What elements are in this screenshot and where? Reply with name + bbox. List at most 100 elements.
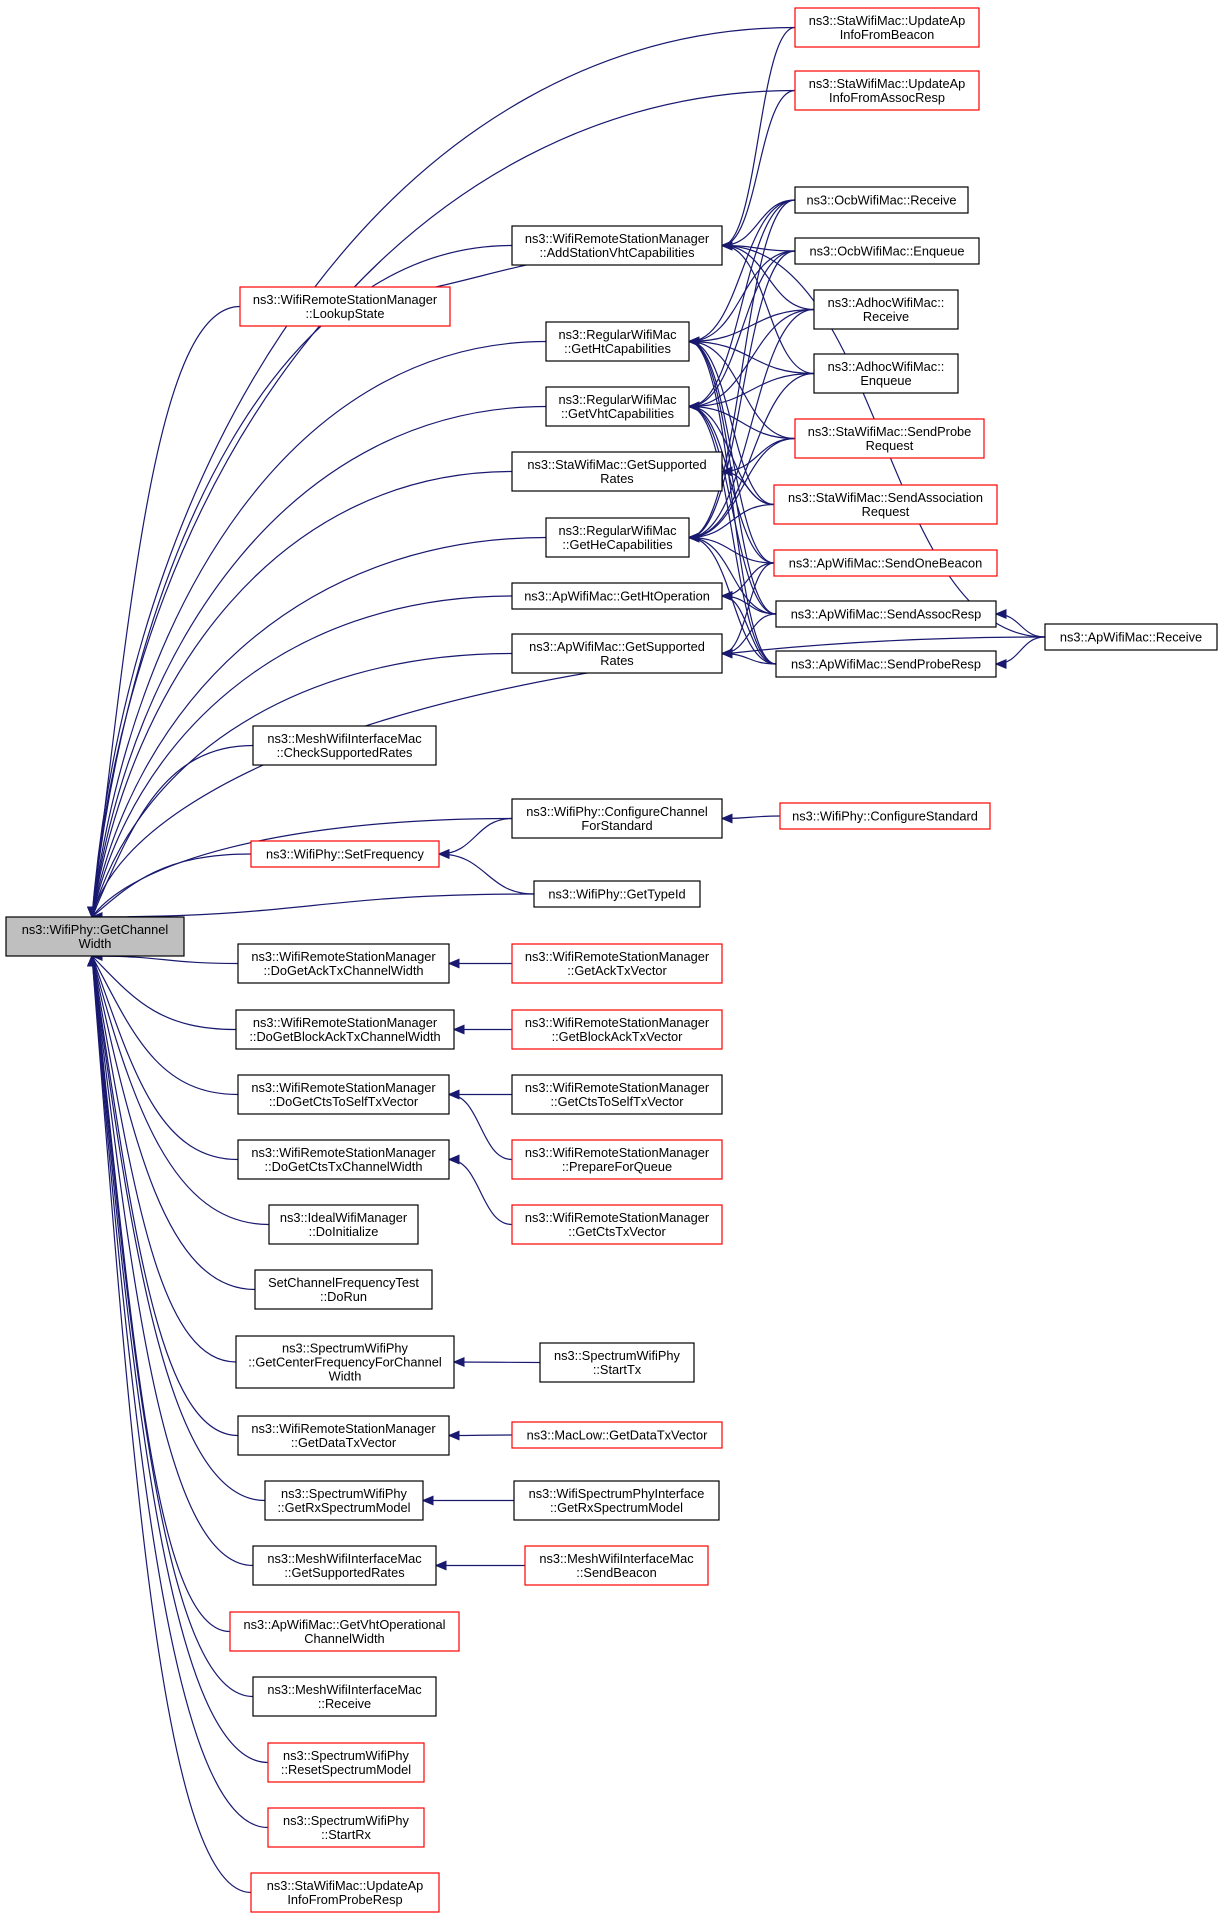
- node-ns3-stawifimac-updateap-infofromassocresp[interactable]: ns3::StaWifiMac::UpdateApInfoFromAssocRe…: [794, 70, 980, 111]
- node-ns3-wifiphy-configurechannel-forstandard[interactable]: ns3::WifiPhy::ConfigureChannelForStandar…: [511, 798, 723, 839]
- node-ns3-wifiremotestationmanager-addstationvhtcapabilities[interactable]: ns3::WifiRemoteStationManager::AddStatio…: [511, 225, 723, 266]
- node-box: [511, 633, 723, 674]
- node-label-line: ns3::ApWifiMac::Receive: [1060, 630, 1202, 645]
- node-label-line: ::GetSupportedRates: [284, 1565, 404, 1580]
- edge-n32-to-n30: [448, 1093, 513, 1161]
- node-ns3-ocbwifimac-receive[interactable]: ns3::OcbWifiMac::Receive: [794, 186, 969, 214]
- node-box: [813, 353, 959, 394]
- node-ns3-wifiremotestationmanager-getblockacktxvector[interactable]: ns3::WifiRemoteStationManager::GetBlockA…: [511, 1009, 723, 1050]
- node-box: [511, 582, 723, 610]
- node-ns3-spectrumwifiphy-resetspectrummodel[interactable]: ns3::SpectrumWifiPhy::ResetSpectrumModel: [267, 1742, 425, 1783]
- node-ns3-apwifimac-getvhtoperational-channelwidth[interactable]: ns3::ApWifiMac::GetVhtOperationalChannel…: [229, 1611, 460, 1652]
- node-label-line: ns3::OcbWifiMac::Enqueue: [809, 244, 964, 259]
- node-ns3-meshwifiinterfacemac-checksupportedrates[interactable]: ns3::MeshWifiInterfaceMac::CheckSupporte…: [252, 725, 437, 766]
- node-label-line: ::DoGetCtsTxChannelWidth: [265, 1159, 423, 1174]
- node-ns3-stawifimac-getsupported-rates[interactable]: ns3::StaWifiMac::GetSupportedRates: [511, 451, 723, 492]
- node-label-line: ns3::StaWifiMac::SendAssociation: [788, 490, 983, 505]
- node-box: [252, 1545, 437, 1586]
- edge-n47-to-root: [91, 955, 269, 1764]
- node-ns3-ocbwifimac-enqueue[interactable]: ns3::OcbWifiMac::Enqueue: [794, 237, 980, 265]
- node-box: [775, 650, 997, 678]
- node-label-line: ::DoGetBlockAckTxChannelWidth: [249, 1029, 440, 1044]
- node-box: [268, 1204, 419, 1245]
- node-box: [779, 802, 991, 830]
- node-label-line: ns3::MeshWifiInterfaceMac: [267, 731, 422, 746]
- node-ns3-wifiphy-gettypeid[interactable]: ns3::WifiPhy::GetTypeId: [533, 880, 701, 908]
- node-ns3-wifiremotestationmanager-lookupstate[interactable]: ns3::WifiRemoteStationManager::LookupSta…: [239, 286, 451, 327]
- node-ns3-regularwifimac-gethecapabilities[interactable]: ns3::RegularWifiMac::GetHeCapabilities: [545, 517, 690, 558]
- node-ns3-meshwifiinterfacemac-receive[interactable]: ns3::MeshWifiInterfaceMac::Receive: [252, 1676, 437, 1717]
- node-ns3-meshwifiinterfacemac-getsupportedrates[interactable]: ns3::MeshWifiInterfaceMac::GetSupportedR…: [252, 1545, 437, 1586]
- node-ns3-regularwifimac-gethtcapabilities[interactable]: ns3::RegularWifiMac::GetHtCapabilities: [545, 321, 690, 362]
- node-label-line: ::GetHeCapabilities: [562, 537, 672, 552]
- node-label-line: ::DoRun: [320, 1289, 367, 1304]
- node-ns3-adhocwifimac-enqueue[interactable]: ns3::AdhocWifiMac::Enqueue: [813, 353, 959, 394]
- node-ns3-apwifimac-sendassocresp[interactable]: ns3::ApWifiMac::SendAssocResp: [775, 600, 997, 628]
- node-box: [511, 798, 723, 839]
- node-label-line: ns3::AdhocWifiMac::: [828, 295, 945, 310]
- edge-n10-to-root: [91, 405, 547, 918]
- node-ns3-apwifimac-receive[interactable]: ns3::ApWifiMac::Receive: [1044, 623, 1218, 651]
- node-setchannelfrequencytest-dorun[interactable]: SetChannelFrequencyTest::DoRun: [254, 1269, 433, 1310]
- edge-n48-to-root: [91, 955, 269, 1829]
- edge-n36-to-root: [91, 955, 256, 1291]
- edges-layer: [87, 26, 1046, 1894]
- edge-n25-to-n24: [438, 853, 535, 895]
- node-ns3-wifiremotestationmanager-getctstxvector[interactable]: ns3::WifiRemoteStationManager::GetCtsTxV…: [511, 1204, 723, 1245]
- node-box: [254, 1269, 433, 1310]
- node-label-line: Rates: [600, 471, 633, 486]
- node-ns3-wifiremotestationmanager-dogetacktxchannelwidth[interactable]: ns3::WifiRemoteStationManager::DoGetAckT…: [237, 943, 450, 984]
- node-label-line: ns3::OcbWifiMac::Receive: [806, 193, 956, 208]
- node-label-line: ns3::SpectrumWifiPhy: [283, 1748, 409, 1763]
- node-ns3-apwifimac-sendproberesp[interactable]: ns3::ApWifiMac::SendProbeResp: [775, 650, 997, 678]
- node-label-line: ns3::StaWifiMac::UpdateAp: [809, 76, 965, 91]
- node-ns3-maclow-getdatatxvector[interactable]: ns3::MacLow::GetDataTxVector: [511, 1421, 723, 1449]
- node-ns3-adhocwifimac-receive[interactable]: ns3::AdhocWifiMac::Receive: [813, 289, 959, 330]
- node-ns3-apwifimac-getsupported-rates[interactable]: ns3::ApWifiMac::GetSupportedRates: [511, 633, 723, 674]
- edge-n2-to-n3: [721, 89, 796, 247]
- node-label-line: ::GetCtsTxVector: [568, 1224, 666, 1239]
- node-ns3-wifispectrumphyinterface-getrxspectrummodel[interactable]: ns3::WifiSpectrumPhyInterface::GetRxSpec…: [513, 1480, 720, 1521]
- node-ns3-spectrumwifiphy-startrx[interactable]: ns3::SpectrumWifiPhy::StartRx: [267, 1807, 425, 1848]
- node-box: [237, 1074, 450, 1115]
- node-ns3-wifiremotestationmanager-dogetblockacktxchannelwidth[interactable]: ns3::WifiRemoteStationManager::DoGetBloc…: [235, 1009, 455, 1050]
- node-label-line: ::AddStationVhtCapabilities: [539, 245, 694, 260]
- node-ns3-wifiremotestationmanager-getctstoselftxvector[interactable]: ns3::WifiRemoteStationManager::GetCtsToS…: [511, 1074, 723, 1115]
- node-ns3-wifiremotestationmanager-getdatatxvector[interactable]: ns3::WifiRemoteStationManager::GetDataTx…: [237, 1415, 450, 1456]
- node-ns3-spectrumwifiphy-starttx[interactable]: ns3::SpectrumWifiPhy::StartTx: [539, 1342, 695, 1383]
- node-box: [511, 225, 723, 266]
- node-ns3-spectrumwifiphy-getcenterfrequencyforchannel-width[interactable]: ns3::SpectrumWifiPhy::GetCenterFrequency…: [235, 1335, 455, 1389]
- node-ns3-wifiremotestationmanager-dogetctstxchannelwidth[interactable]: ns3::WifiRemoteStationManager::DoGetCtsT…: [237, 1139, 450, 1180]
- node-ns3-meshwifiinterfacemac-sendbeacon[interactable]: ns3::MeshWifiInterfaceMac::SendBeacon: [524, 1545, 709, 1586]
- node-label-line: ns3::WifiPhy::ConfigureChannel: [526, 804, 707, 819]
- node-label-line: ns3::WifiRemoteStationManager: [525, 1145, 710, 1160]
- edge-n41-to-root: [91, 955, 266, 1502]
- node-ns3-stawifimac-updateap-infofromproberesp[interactable]: ns3::StaWifiMac::UpdateApInfoFromProbeRe…: [250, 1872, 440, 1913]
- node-ns3-wifiremotestationmanager-getacktxvector[interactable]: ns3::WifiRemoteStationManager::GetAckTxV…: [511, 943, 723, 984]
- node-ns3-idealwifimanager-doinitialize[interactable]: ns3::IdealWifiManager::DoInitialize: [268, 1204, 419, 1245]
- node-ns3-wifiphy-setfrequency[interactable]: ns3::WifiPhy::SetFrequency: [250, 840, 440, 868]
- node-label-line: ::GetRxSpectrumModel: [550, 1500, 683, 1515]
- node-box: [511, 451, 723, 492]
- node-label-line: ns3::WifiPhy::ConfigureStandard: [792, 809, 978, 824]
- node-ns3-wifiphy-configurestandard[interactable]: ns3::WifiPhy::ConfigureStandard: [779, 802, 991, 830]
- node-box: [250, 1872, 440, 1913]
- arrowhead: [687, 532, 700, 543]
- node-label-line: ns3::WifiRemoteStationManager: [253, 1015, 438, 1030]
- edge-n46-to-root: [91, 955, 254, 1698]
- node-label-line: ns3::MeshWifiInterfaceMac: [539, 1551, 694, 1566]
- node-ns3-apwifimac-sendonebeacon[interactable]: ns3::ApWifiMac::SendOneBeacon: [773, 549, 998, 577]
- node-ns3-wifiremotestationmanager-prepareforqueue[interactable]: ns3::WifiRemoteStationManager::PrepareFo…: [511, 1139, 723, 1180]
- node-ns3-wifiremotestationmanager-dogetctstoselftxvector[interactable]: ns3::WifiRemoteStationManager::DoGetCtsT…: [237, 1074, 450, 1115]
- node-ns3-regularwifimac-getvhtcapabilities[interactable]: ns3::RegularWifiMac::GetVhtCapabilities: [545, 386, 690, 427]
- node-ns3-apwifimac-gethtoperation[interactable]: ns3::ApWifiMac::GetHtOperation: [511, 582, 723, 610]
- edge-n19-to-root: [91, 652, 513, 918]
- edge-n1-to-n3: [721, 26, 796, 247]
- node-label-line: ns3::StaWifiMac::UpdateAp: [267, 1878, 423, 1893]
- node-label-line: ns3::WifiPhy::SetFrequency: [266, 847, 424, 862]
- node-ns3-spectrumwifiphy-getrxspectrummodel[interactable]: ns3::SpectrumWifiPhy::GetRxSpectrumModel: [264, 1480, 424, 1521]
